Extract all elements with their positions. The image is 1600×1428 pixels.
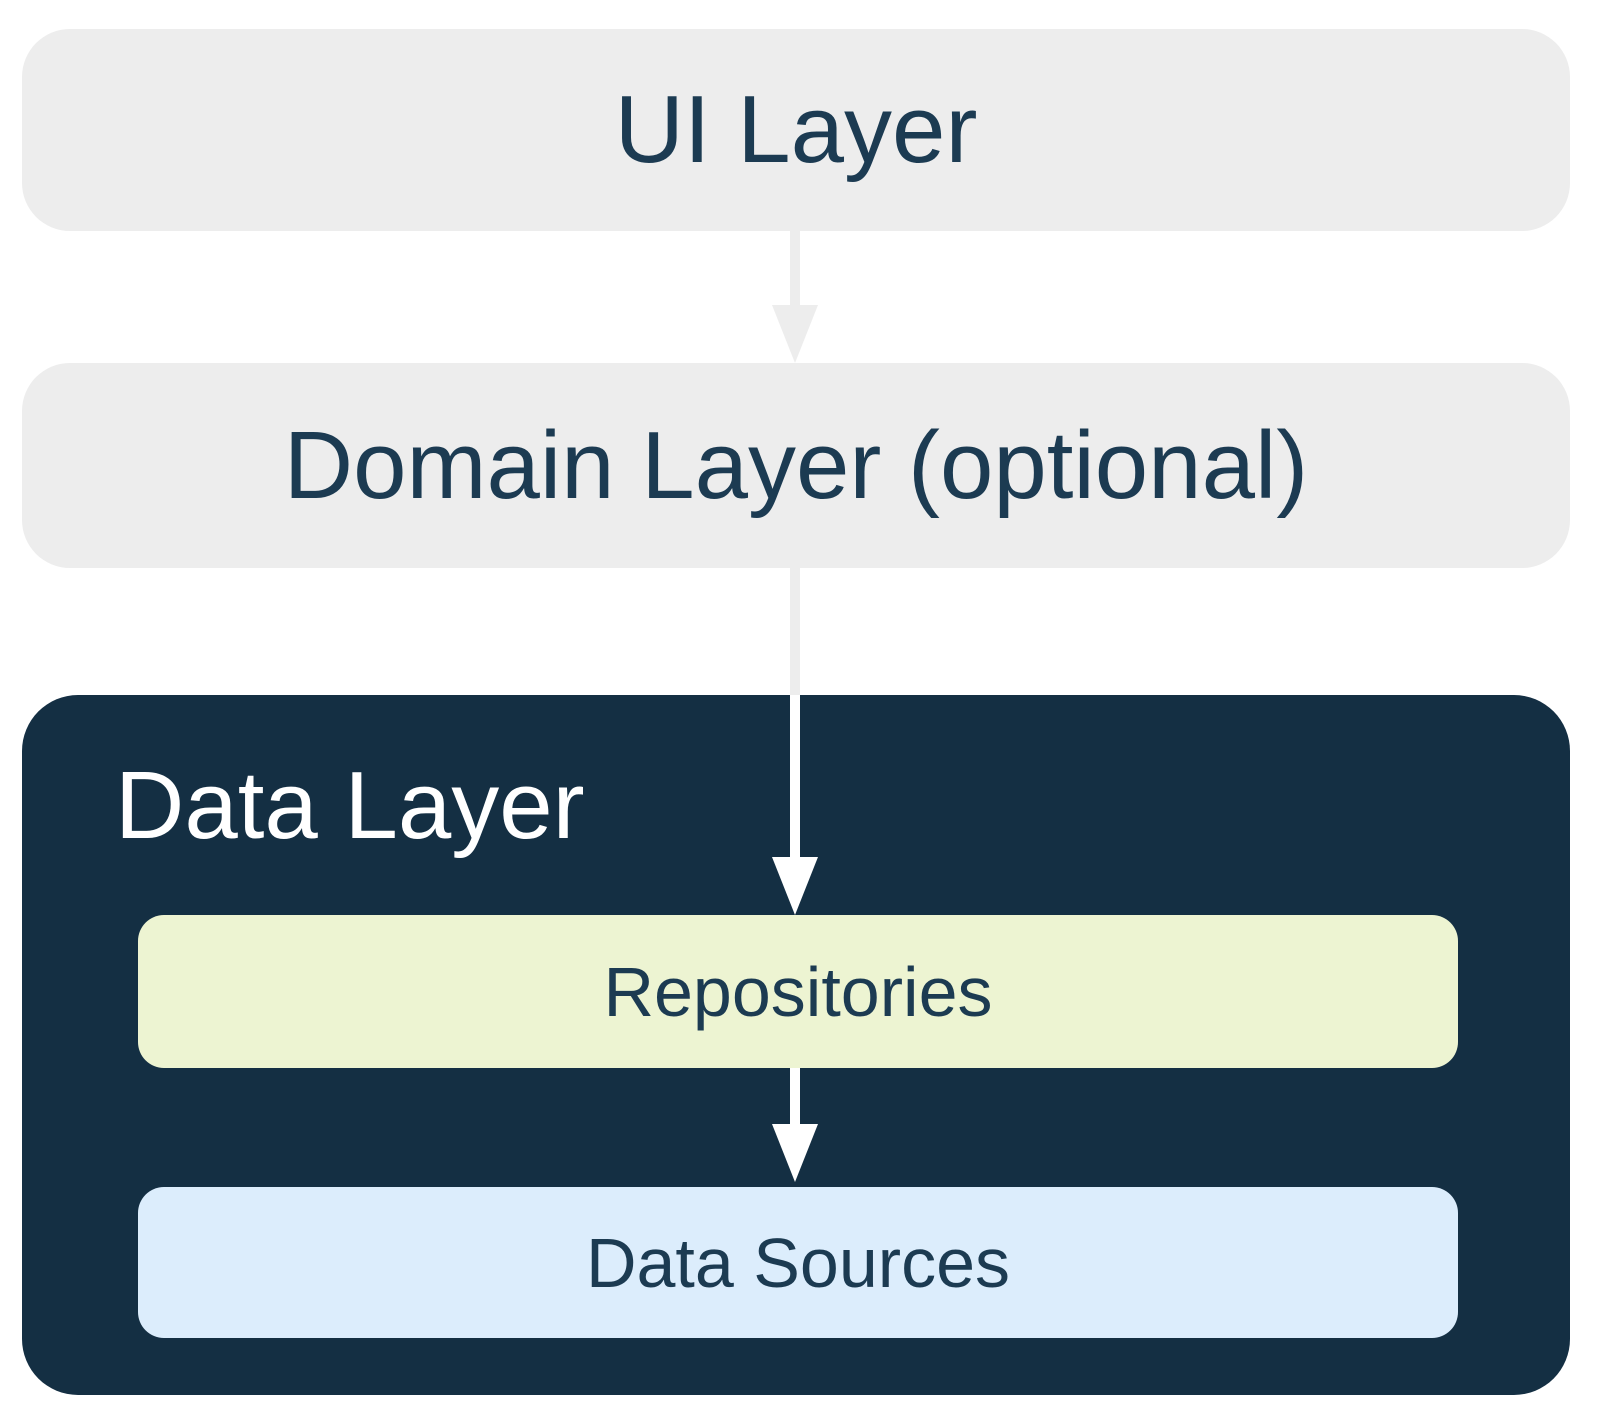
repositories-label: Repositories [603,952,993,1031]
repositories-to-datasources-arrow-down-icon [772,1124,818,1182]
ui-to-domain-arrow-stem [790,231,800,307]
data-layer-label: Data Layer [115,752,585,859]
ui-layer-label: UI Layer [614,76,978,183]
ui-layer-box: UI Layer [22,29,1570,231]
domain-layer-box: Domain Layer (optional) [22,363,1570,568]
ui-to-domain-arrow-down-icon [772,305,818,363]
domain-to-data-arrow-down-icon [772,857,818,915]
domain-to-data-arrow-stem-white [790,695,800,859]
repositories-to-datasources-arrow-stem [790,1068,800,1130]
domain-to-data-arrow-stem-gray [790,568,800,697]
repositories-box: Repositories [138,915,1458,1068]
domain-layer-label: Domain Layer (optional) [283,411,1309,519]
data-sources-box: Data Sources [138,1187,1458,1338]
data-sources-label: Data Sources [585,1223,1011,1302]
